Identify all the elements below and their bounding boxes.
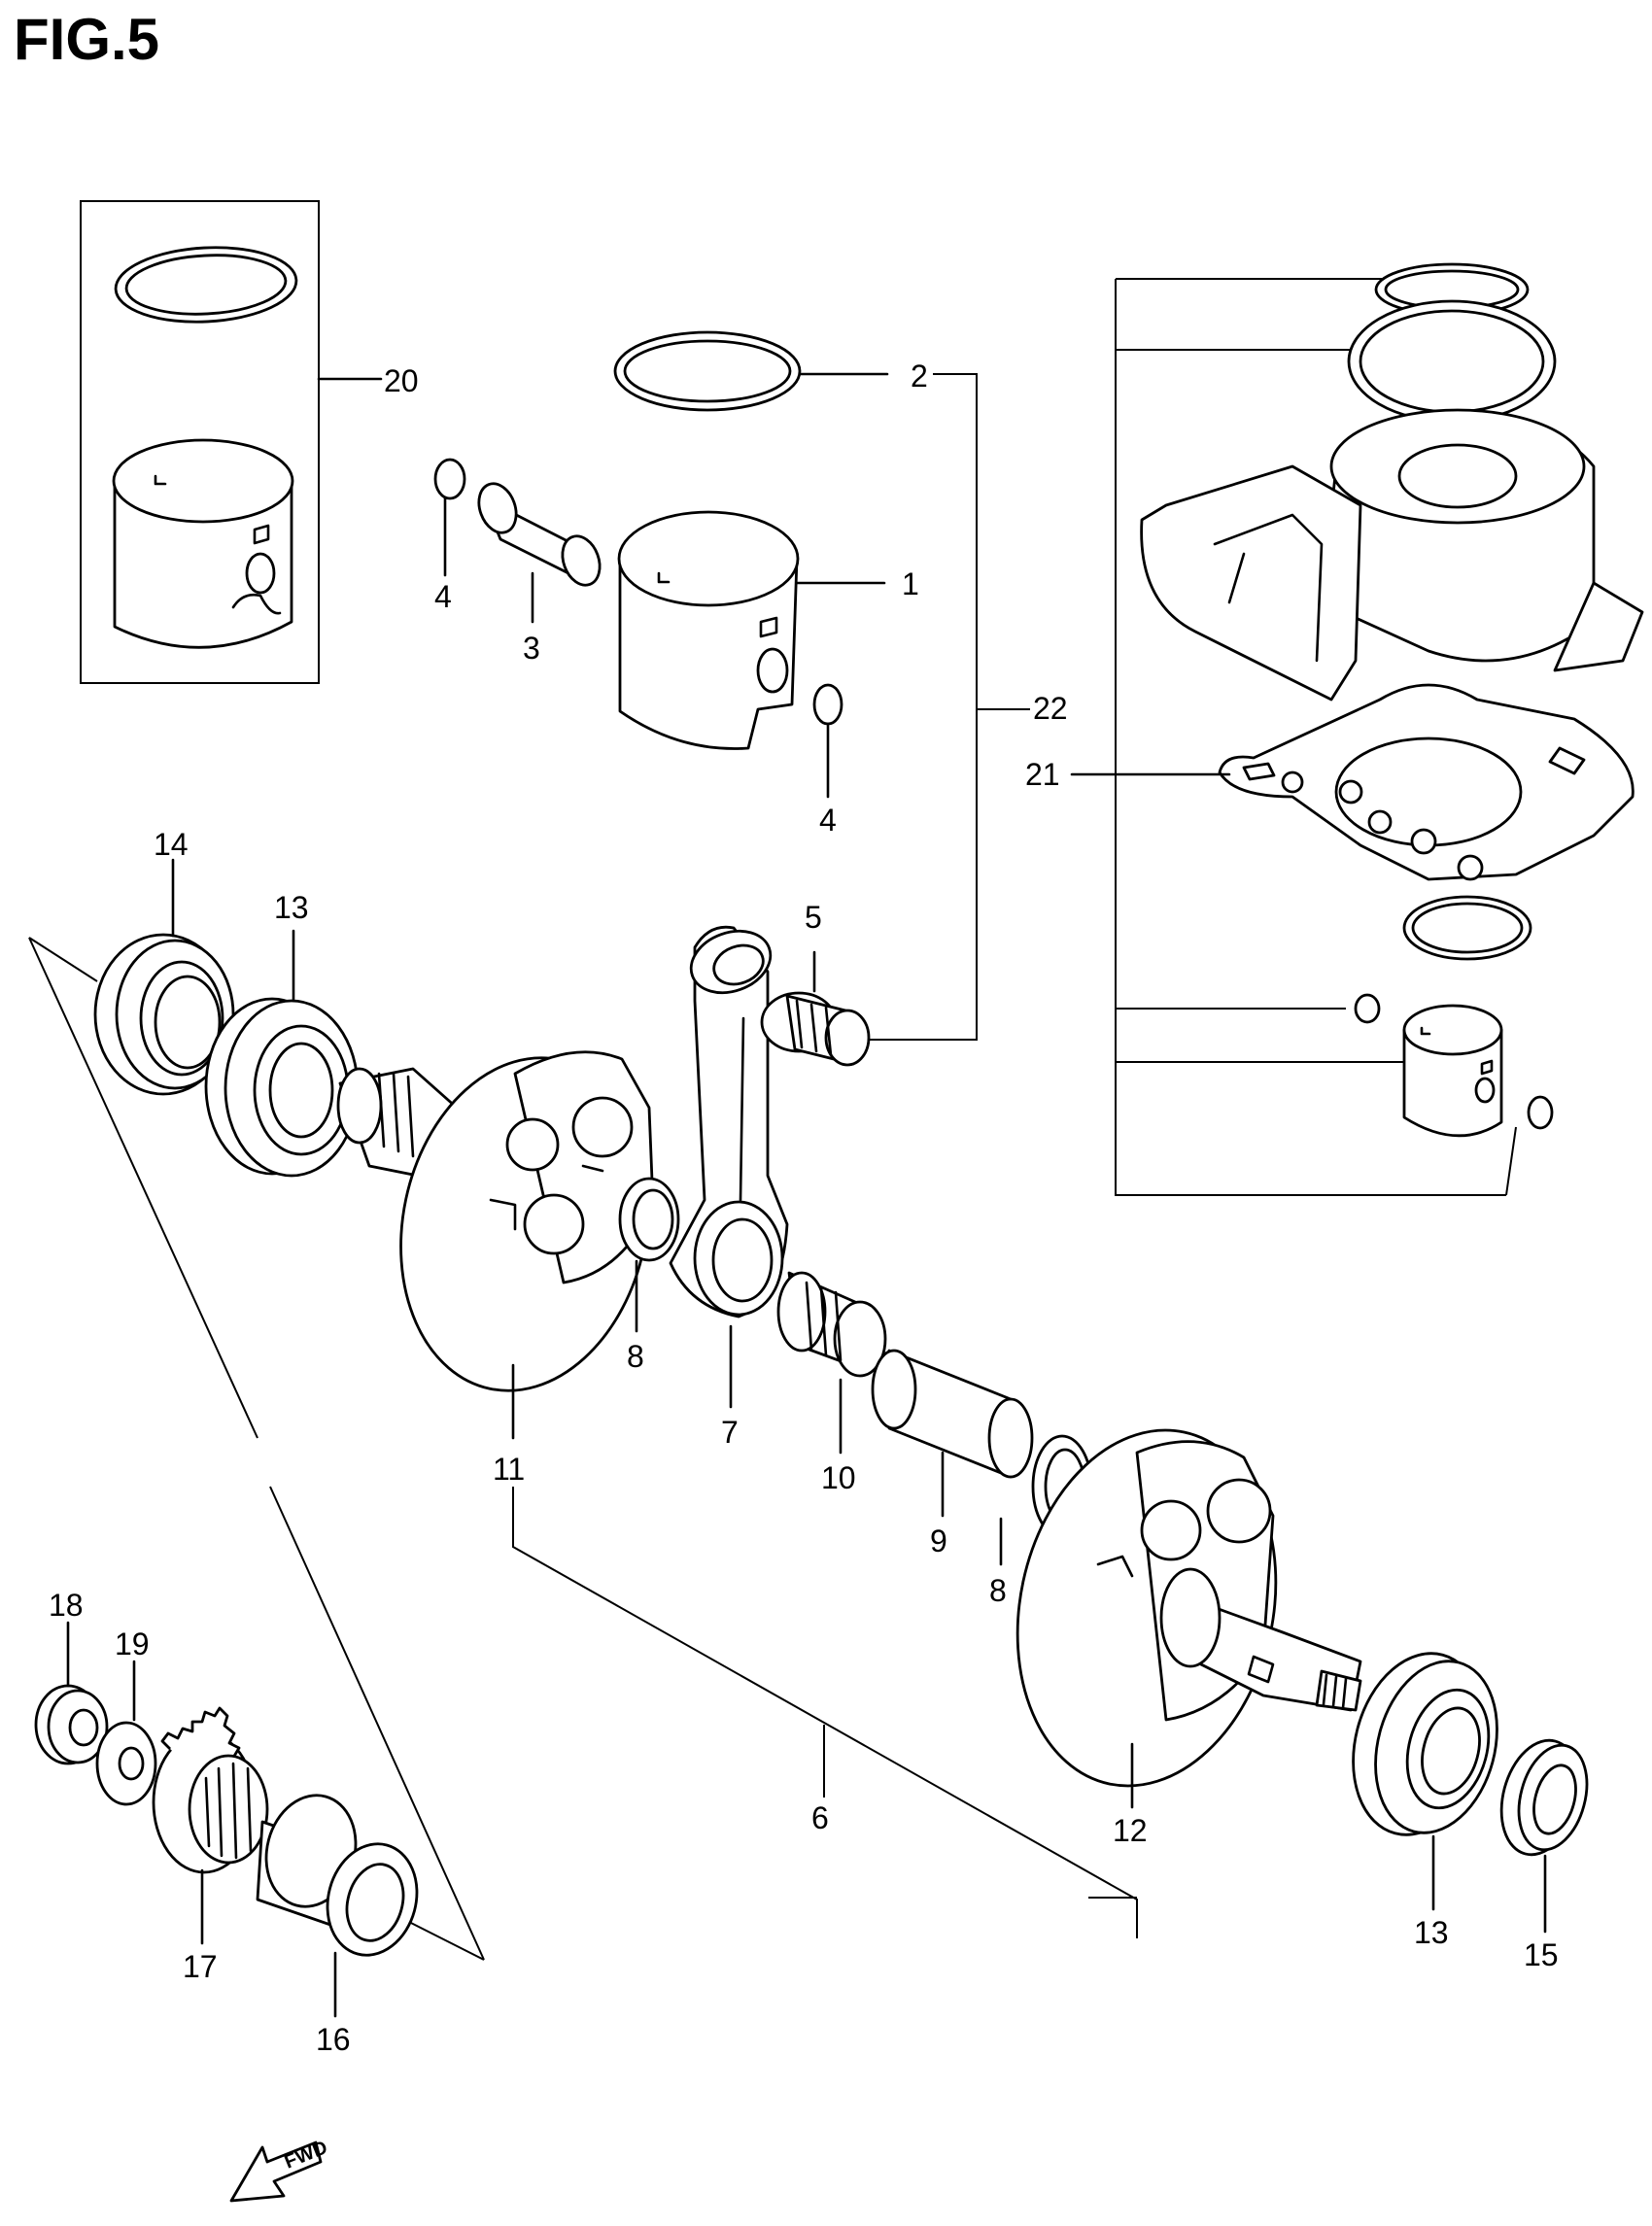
- callout-labels: 2 20 1 4 3 22 21 4 14 13 5 8 7 11 10 9 8…: [49, 359, 1559, 2057]
- piston-group: [433, 330, 1231, 1041]
- callout-1: 1: [902, 566, 919, 601]
- callout-18: 18: [49, 1588, 84, 1623]
- callout-7: 7: [721, 1415, 739, 1450]
- callout-21: 21: [1025, 757, 1060, 792]
- callout-17: 17: [183, 1949, 218, 1984]
- callout-8-right: 8: [989, 1573, 1007, 1608]
- callout-20: 20: [384, 363, 419, 398]
- crankshaft-right: [1015, 1428, 1589, 1934]
- crankshaft-assy-bracket-6: [512, 1487, 1138, 1938]
- callout-13-right: 13: [1414, 1915, 1449, 1950]
- callout-8-left: 8: [627, 1339, 644, 1374]
- figure-title: FIG.5: [14, 7, 160, 72]
- callout-4-left: 4: [434, 579, 452, 614]
- callout-12: 12: [1113, 1813, 1148, 1848]
- circlip: [433, 458, 466, 500]
- piston-kit-box-20: [80, 200, 383, 684]
- callout-22: 22: [1033, 691, 1068, 726]
- callout-10: 10: [821, 1460, 856, 1495]
- callout-6: 6: [811, 1800, 829, 1835]
- callout-19: 19: [115, 1627, 150, 1661]
- callout-2: 2: [911, 359, 928, 394]
- callout-4-right: 4: [819, 803, 837, 838]
- callout-14: 14: [154, 827, 189, 862]
- fwd-arrow-icon: FWD: [229, 2137, 330, 2203]
- callout-5: 5: [805, 900, 822, 935]
- callout-16: 16: [316, 2022, 351, 2057]
- callout-15: 15: [1524, 1937, 1559, 1972]
- connecting-rod-group: [669, 925, 1093, 1566]
- callout-13-left: 13: [274, 890, 309, 925]
- callout-9: 9: [930, 1524, 947, 1558]
- callout-3: 3: [523, 631, 540, 666]
- crankshaft-left: [28, 858, 680, 1961]
- cylinder-kit-box-22: [1115, 262, 1644, 1196]
- primary-drive-group: [34, 1621, 419, 2018]
- callout-11: 11: [493, 1452, 525, 1487]
